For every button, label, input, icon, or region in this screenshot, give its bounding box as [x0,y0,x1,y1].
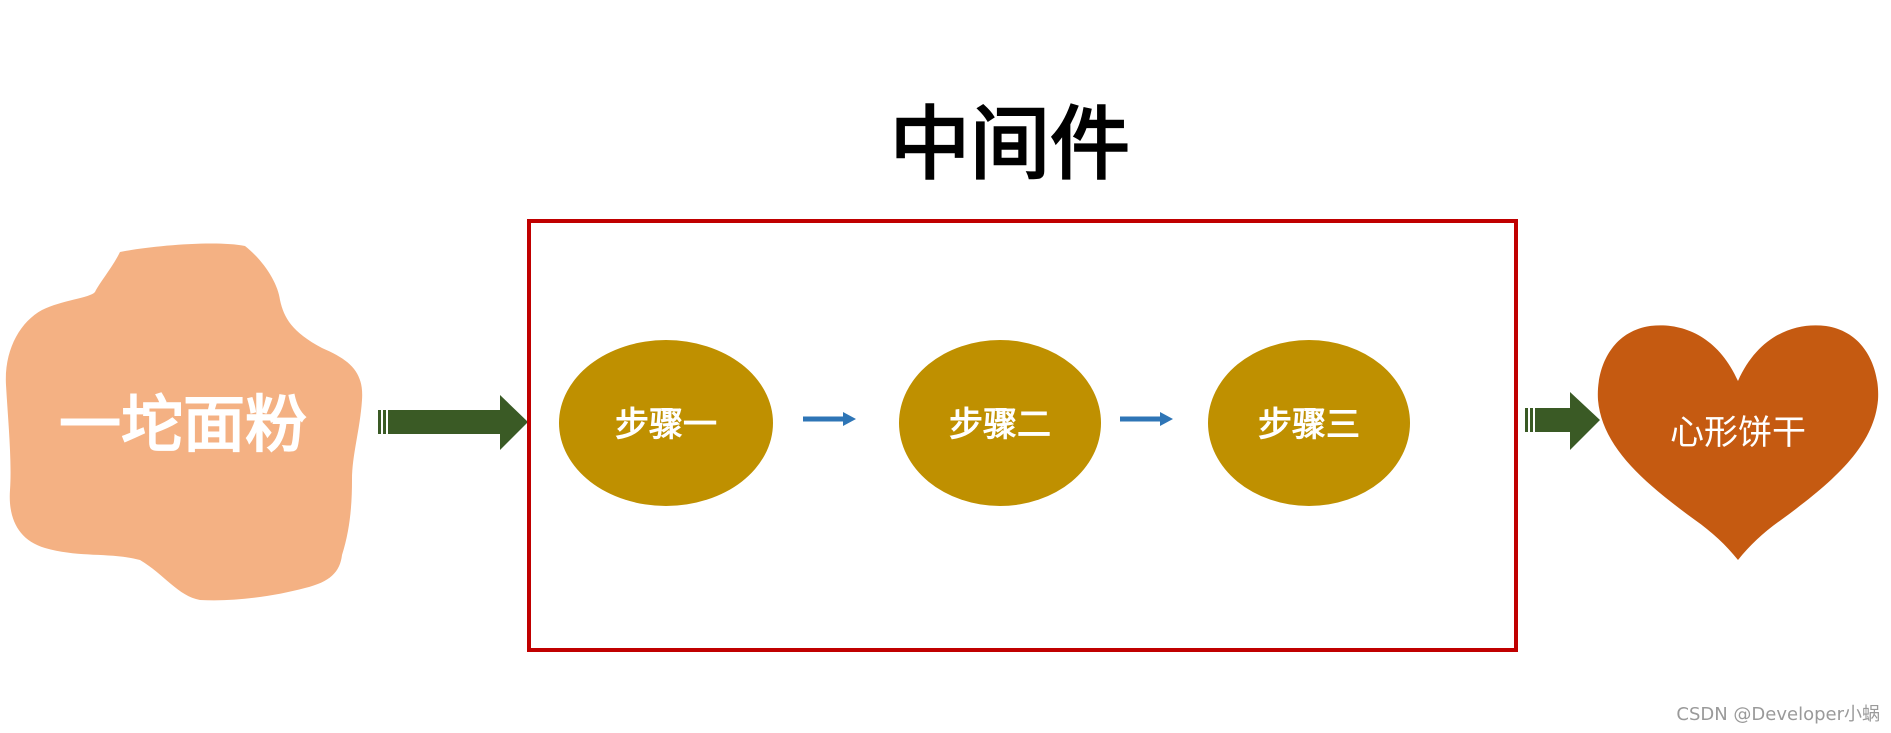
step-arrow [803,412,856,426]
input-arrow-stripe [378,410,381,434]
dough-blob [5,243,363,601]
watermark: CSDN @Developer小蜗 [1676,704,1880,725]
diagram-title: 中间件 [890,98,1130,191]
step-node: 步骤三 [1208,340,1410,506]
input-arrow-stripe [383,410,386,434]
input-arrow [378,395,528,450]
dough-label: 一坨面粉 [59,388,307,461]
step-arrow-head [843,412,856,426]
step-ellipse [1208,340,1410,506]
step-arrow-head [1160,412,1173,426]
middleware-box [527,219,1518,652]
output-arrow [1525,392,1600,450]
input-arrow-body [388,395,528,450]
step-label: 步骤二 [949,405,1051,445]
heart-icon [1597,325,1879,560]
step-label: 步骤三 [1258,405,1360,445]
step-node: 步骤一 [559,340,773,506]
dough-shape: 一坨面粉 [5,243,363,601]
output-arrow-body [1535,392,1600,450]
step-node: 步骤二 [899,340,1101,506]
output-arrow-stripe [1530,408,1533,432]
step-arrow [1120,412,1173,426]
step-label: 步骤一 [615,405,717,445]
step-ellipse [559,340,773,506]
heart-shape: 心形饼干 [1597,325,1879,560]
output-arrow-stripe [1525,408,1528,432]
heart-label: 心形饼干 [1670,413,1806,453]
step-ellipse [899,340,1101,506]
